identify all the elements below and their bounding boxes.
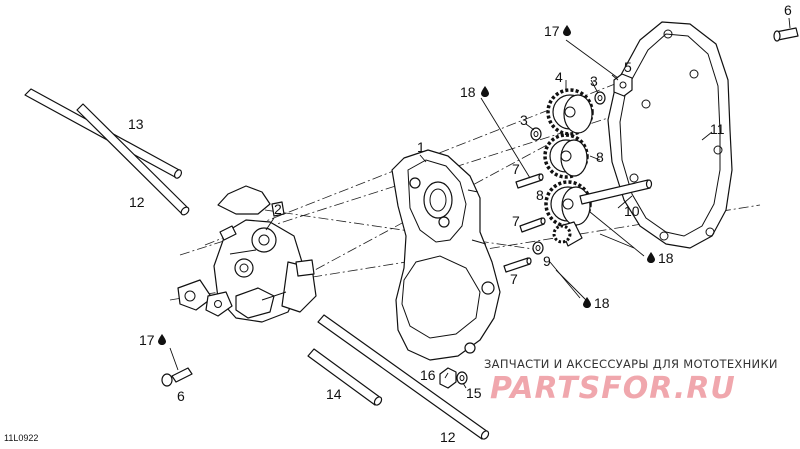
callout-18-top: 18 [460, 84, 476, 100]
callout-1: 1 [417, 139, 425, 155]
callout-7-middle: 7 [512, 213, 520, 229]
shaft-10 [579, 179, 653, 205]
pump-housing-cover [391, 149, 501, 361]
callout-18-right: 18 [658, 250, 674, 266]
callout-2: 2 [274, 201, 282, 217]
drop-icon [647, 252, 655, 263]
gasket-plate [607, 21, 733, 249]
callout-12-upper: 12 [129, 194, 145, 210]
watermark: ЗАПЧАСТИ И АКСЕССУАРЫ ДЛЯ МОТОТЕХНИКИ PA… [484, 357, 778, 406]
pin-7-c [503, 257, 532, 273]
pin-7-b [519, 217, 546, 233]
screw-6-top [773, 27, 799, 42]
callout-3-left: 3 [520, 112, 528, 128]
callout-5: 5 [624, 59, 632, 75]
callout-8-lower: 8 [536, 187, 544, 203]
callout-8-upper: 8 [596, 149, 604, 165]
gear-shaft-stub [552, 221, 583, 247]
callouts: 1 2 3 3 4 5 6 6 7 7 7 8 8 9 10 11 12 12 … [128, 2, 792, 445]
screw-6-bottom [161, 367, 193, 387]
washer-3-a [530, 127, 542, 141]
tube-14 [307, 348, 383, 406]
callout-17-top: 17 [544, 23, 560, 39]
nut-5 [613, 73, 633, 97]
callout-6-top: 6 [784, 2, 792, 18]
callout-14: 14 [326, 386, 342, 402]
callout-13: 13 [128, 116, 144, 132]
washer-15 [456, 371, 468, 385]
callout-16: 16 [420, 367, 436, 383]
callout-10: 10 [624, 203, 640, 219]
gear-4 [546, 88, 594, 136]
oil-pump-assembly [177, 185, 317, 323]
callout-12-lower: 12 [440, 429, 456, 445]
tube-12-lower [317, 314, 490, 440]
callout-9: 9 [543, 253, 551, 269]
callout-18-bottom: 18 [594, 295, 610, 311]
drop-icon [481, 86, 489, 97]
drop-icon [563, 25, 571, 36]
pin-7-a [515, 173, 544, 189]
drop-icon [158, 334, 166, 345]
washer-3-b [594, 91, 606, 105]
diagram-code: 11L0922 [4, 433, 38, 443]
tube-12-upper [76, 103, 190, 216]
callout-7-top: 7 [512, 161, 520, 177]
washer-9 [532, 241, 544, 255]
callout-7-bottom: 7 [510, 271, 518, 287]
callout-15: 15 [466, 385, 482, 401]
callout-17-bottom: 17 [139, 332, 155, 348]
nut-16 [439, 367, 457, 389]
callout-6-bottom: 6 [177, 388, 185, 404]
callout-11: 11 [710, 121, 725, 137]
watermark-caption: ЗАПЧАСТИ И АКСЕССУАРЫ ДЛЯ МОТОТЕХНИКИ [484, 357, 778, 371]
leader-lines [169, 17, 791, 389]
watermark-brand: PARTSFOR.RU [490, 371, 736, 406]
callout-3-right: 3 [590, 73, 598, 89]
callout-4: 4 [555, 69, 563, 85]
gear-8-upper [543, 133, 589, 179]
